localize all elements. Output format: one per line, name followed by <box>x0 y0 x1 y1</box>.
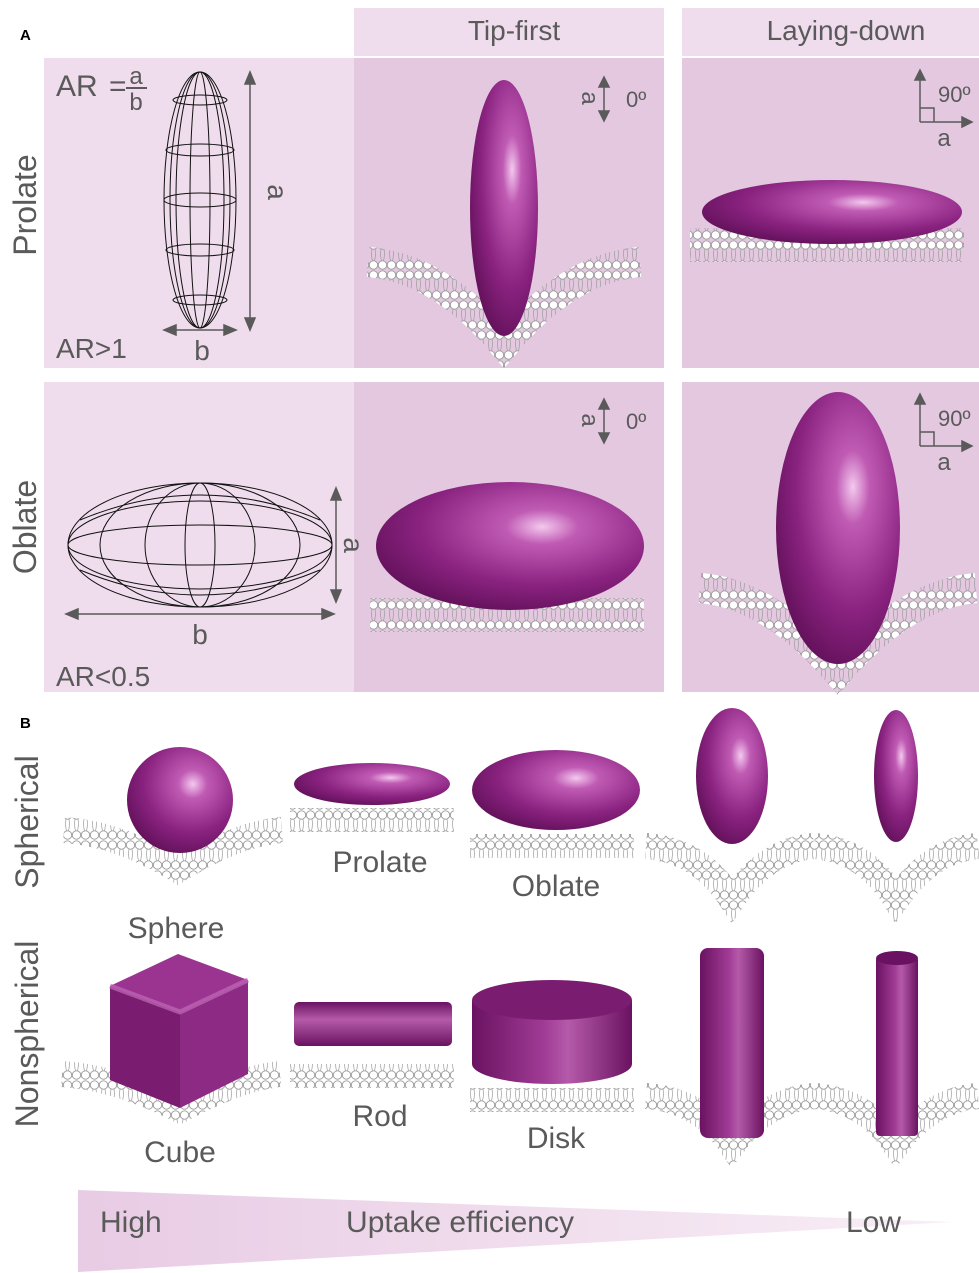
panel-a-label: A <box>20 27 31 44</box>
panel-b-label: B <box>20 715 31 732</box>
lay-axis-label-oblate: a <box>937 449 951 476</box>
particle-oblate-laying-down <box>776 392 900 664</box>
svg-text:AR: AR <box>56 70 98 103</box>
membrane-prolate-b <box>290 808 454 832</box>
oblate-axis-a-label: a <box>338 537 369 553</box>
svg-text:b: b <box>129 89 142 116</box>
tip-angle-label-prolate: 0º <box>626 87 646 112</box>
row-label-nonspherical: Nonspherical <box>9 941 45 1128</box>
column-header-tip-first: Tip-first <box>468 15 561 46</box>
shape-label-rod: Rod <box>352 1100 407 1133</box>
column-header-laying-down: Laying-down <box>767 15 926 46</box>
particle-rod-upright <box>876 951 918 1136</box>
particle-prolate-b <box>294 763 450 805</box>
tip-angle-label-oblate: 0º <box>626 409 646 434</box>
particle-prolate-laying-down <box>702 180 962 244</box>
shape-label-cube: Cube <box>144 1136 216 1169</box>
gradient-title: Uptake efficiency <box>346 1206 574 1239</box>
lay-axis-label-prolate: a <box>937 125 951 152</box>
oblate-condition: AR<0.5 <box>56 661 150 692</box>
particle-rod <box>294 1002 452 1046</box>
particle-oblate-tip-first <box>376 482 644 610</box>
shape-label-oblate: Oblate <box>512 870 600 903</box>
tip-axis-label-oblate: a <box>576 413 603 427</box>
shape-label-prolate: Prolate <box>332 846 427 879</box>
tip-axis-label-prolate: a <box>576 91 603 105</box>
prolate-axis-b-label: b <box>194 335 210 366</box>
particle-prolate-tip-first <box>470 80 538 336</box>
svg-text:=: = <box>109 70 127 103</box>
oblate-axis-b-label: b <box>192 619 208 650</box>
gradient-high-label: High <box>100 1206 162 1239</box>
particle-disk-upright <box>700 948 764 1138</box>
membrane-rod <box>290 1064 454 1088</box>
row-label-oblate: Oblate <box>7 480 43 574</box>
particle-oblate-upright <box>696 708 768 844</box>
membrane-disk <box>470 1088 634 1112</box>
particle-sphere <box>127 747 233 853</box>
row-label-prolate: Prolate <box>7 154 43 255</box>
lay-angle-label-oblate: 90º <box>938 406 971 431</box>
membrane-oblate-b <box>470 834 634 858</box>
particle-disk <box>472 980 632 1084</box>
prolate-axis-a-label: a <box>262 184 293 200</box>
shape-label-sphere: Sphere <box>128 912 225 945</box>
particle-oblate-b <box>472 750 640 830</box>
membrane-oblate-upright <box>646 846 814 900</box>
prolate-condition: AR>1 <box>56 333 127 364</box>
lay-angle-label-prolate: 90º <box>938 82 971 107</box>
gradient-low-label: Low <box>846 1206 901 1239</box>
svg-text:a: a <box>129 63 143 90</box>
shape-label-disk: Disk <box>527 1122 586 1155</box>
row-label-spherical: Spherical <box>9 755 45 888</box>
particle-prolate-upright <box>874 710 918 842</box>
membrane-prolate-upright <box>814 846 978 900</box>
